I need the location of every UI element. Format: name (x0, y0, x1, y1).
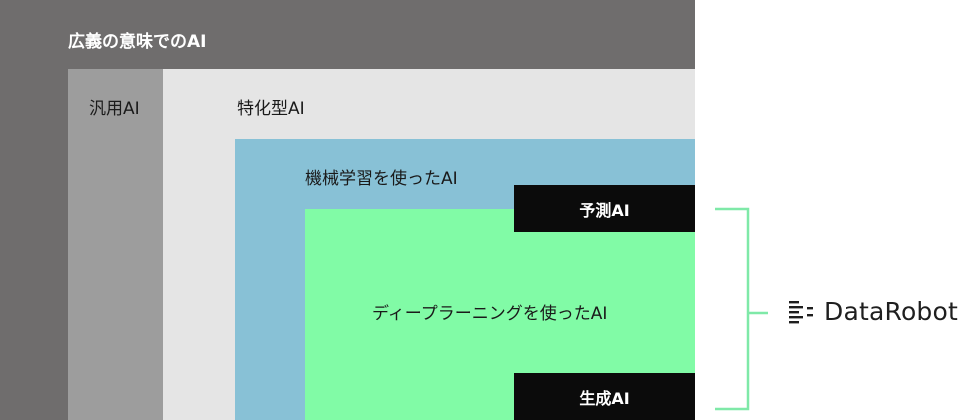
predictive-ai-box: 予測AI (514, 185, 695, 232)
bracket-icon (715, 207, 768, 411)
datarobot-logo-icon (789, 300, 813, 323)
generative-ai-label: 生成AI (579, 388, 630, 408)
deep-learning-ai-label: ディープラーニングを使ったAI (372, 304, 608, 324)
predictive-ai-label: 予測AI (579, 200, 630, 220)
broad-ai-label: 広義の意味でのAI (68, 32, 207, 52)
general-ai-label: 汎用AI (89, 99, 140, 119)
machine-learning-ai-label: 機械学習を使ったAI (305, 169, 458, 189)
brand-name: DataRobot (824, 297, 959, 326)
generative-ai-box: 生成AI (514, 373, 695, 420)
specialized-ai-label: 特化型AI (237, 99, 305, 119)
datarobot-logo: DataRobot (788, 297, 958, 326)
